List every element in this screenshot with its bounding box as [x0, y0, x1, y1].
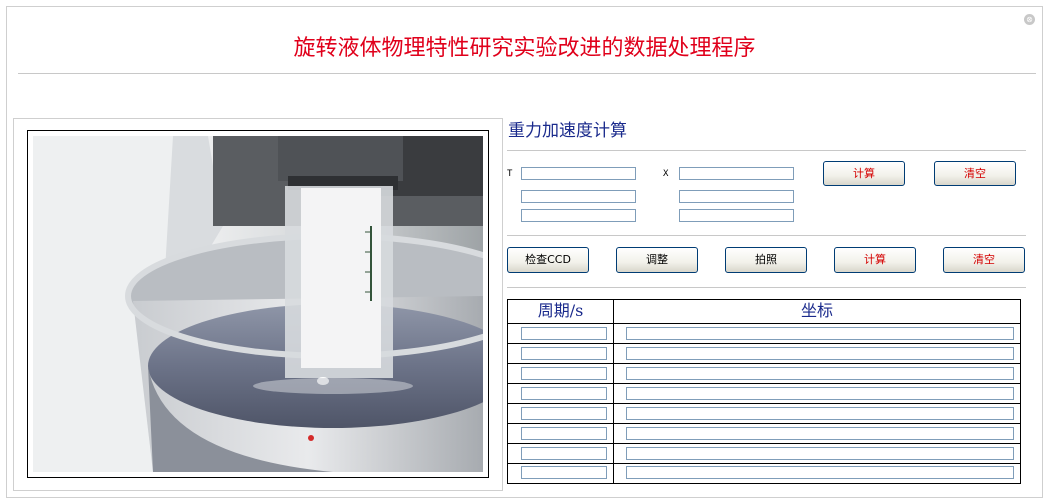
x-input-1[interactable] — [679, 167, 794, 180]
period-input-2[interactable] — [521, 347, 607, 360]
adjust-button[interactable]: 调整 — [616, 247, 698, 273]
close-icon[interactable]: ⊗ — [1024, 14, 1035, 25]
t-input-3[interactable] — [521, 209, 636, 222]
photo-panel — [13, 118, 503, 491]
t-input-2[interactable] — [521, 190, 636, 203]
period-input-7[interactable] — [521, 447, 607, 460]
period-input-6[interactable] — [521, 427, 607, 440]
x-label: X — [663, 169, 669, 179]
period-input-5[interactable] — [521, 407, 607, 420]
row-divider — [508, 323, 1020, 324]
period-input-1[interactable] — [521, 327, 607, 340]
coord-input-6[interactable] — [626, 427, 1014, 440]
row-divider — [508, 403, 1020, 404]
calc-button[interactable]: 计算 — [834, 247, 916, 273]
toolbar-divider-bottom — [507, 287, 1026, 288]
data-table: 周期/s 坐标 — [507, 299, 1021, 484]
clear-button[interactable]: 清空 — [943, 247, 1025, 273]
gravity-calc-button[interactable]: 计算 — [823, 161, 905, 186]
section-title: 重力加速度计算 — [508, 121, 627, 141]
take-photo-button[interactable]: 拍照 — [725, 247, 807, 273]
x-input-3[interactable] — [679, 209, 794, 222]
column-divider — [613, 300, 614, 483]
coord-input-1[interactable] — [626, 327, 1014, 340]
coord-input-8[interactable] — [626, 466, 1014, 479]
check-ccd-button[interactable]: 检查CCD — [507, 247, 589, 273]
coord-header: 坐标 — [800, 301, 833, 320]
row-divider — [508, 423, 1020, 424]
x-input-2[interactable] — [679, 190, 794, 203]
row-divider — [508, 463, 1020, 464]
title-divider — [18, 73, 1036, 74]
coord-input-5[interactable] — [626, 407, 1014, 420]
toolbar-divider-top — [507, 235, 1026, 236]
period-input-4[interactable] — [521, 387, 607, 400]
period-header: 周期/s — [537, 301, 584, 320]
period-input-3[interactable] — [521, 367, 607, 380]
page-title: 旋转液体物理特性研究实验改进的数据处理程序 — [293, 36, 756, 61]
t-label: T — [507, 169, 513, 179]
row-divider — [508, 363, 1020, 364]
experiment-photo-image — [33, 136, 483, 472]
experiment-photo — [27, 130, 489, 478]
period-input-8[interactable] — [521, 466, 607, 479]
t-input-1[interactable] — [521, 167, 636, 180]
row-divider — [508, 443, 1020, 444]
coord-input-3[interactable] — [626, 367, 1014, 380]
coord-input-4[interactable] — [626, 387, 1014, 400]
section-divider — [507, 150, 1026, 151]
gravity-clear-button[interactable]: 清空 — [934, 161, 1016, 186]
coord-input-7[interactable] — [626, 447, 1014, 460]
window-frame — [6, 6, 1043, 498]
row-divider — [508, 383, 1020, 384]
row-divider — [508, 343, 1020, 344]
coord-input-2[interactable] — [626, 347, 1014, 360]
